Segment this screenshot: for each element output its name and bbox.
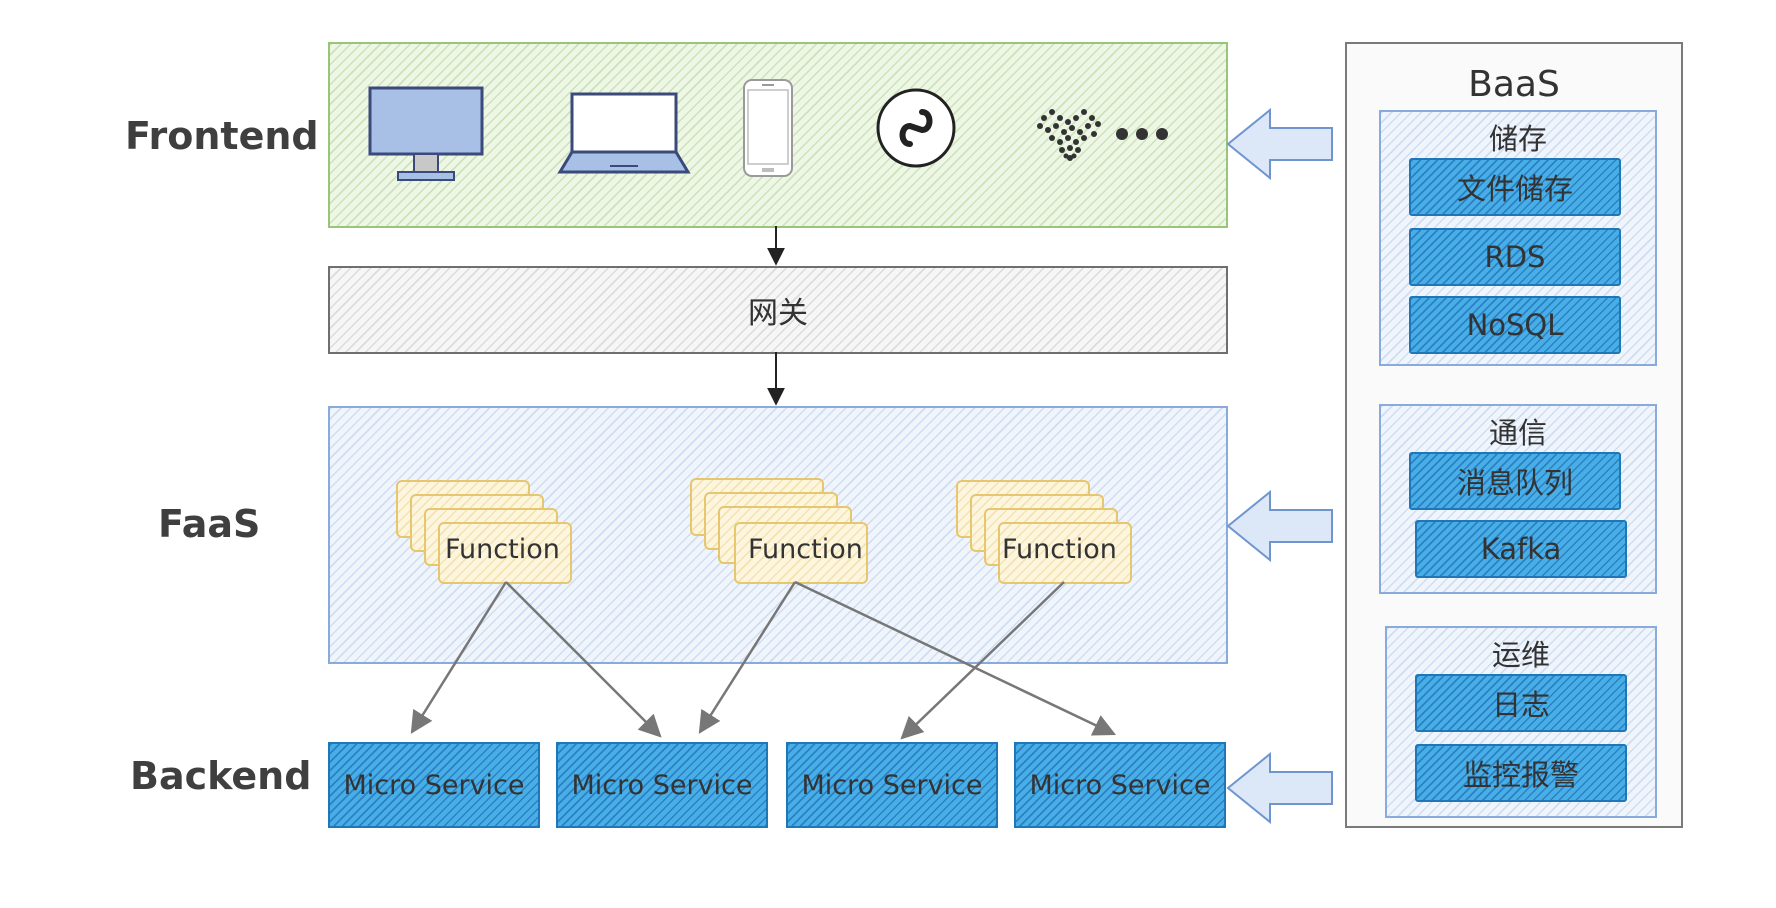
monitor-icon	[368, 86, 484, 181]
baas-arrow-backend	[1226, 751, 1333, 825]
mini-program-icon	[876, 88, 956, 168]
laptop-icon	[557, 92, 691, 174]
function-card	[438, 522, 572, 584]
function-card	[998, 522, 1132, 584]
baas-title: BaaS	[1468, 64, 1560, 105]
gateway-box: 网关	[328, 266, 1228, 354]
baas-item: 监控报警	[1415, 744, 1627, 802]
baas-item-label: 消息队列	[1456, 466, 1573, 500]
baas-group-storage: 储存 文件储存 RDS NoSQL	[1379, 110, 1657, 366]
phone-icon	[743, 79, 793, 177]
micro-service-label: Micro Service	[1029, 769, 1211, 801]
function-label: Function	[445, 534, 560, 565]
baas-arrow-faas	[1226, 489, 1333, 563]
micro-service-label: Micro Service	[343, 769, 525, 801]
faas-layer-label: FaaS	[158, 502, 261, 546]
frontend-box	[328, 42, 1228, 228]
baas-group-operations: 运维 日志 监控报警	[1385, 626, 1657, 818]
baas-item: 文件储存	[1409, 158, 1621, 216]
baas-panel: BaaS 储存 文件储存 RDS NoSQL 通信 消息队列 Kafka 运维 …	[1345, 42, 1683, 828]
micro-service-label: Micro Service	[801, 769, 983, 801]
micro-service-label: Micro Service	[571, 769, 753, 801]
frontend-layer-label: Frontend	[125, 114, 319, 158]
function-card	[734, 522, 868, 584]
micro-service-box: Micro Service	[556, 742, 768, 828]
function-label: Function	[748, 534, 863, 565]
baas-item-label: Kafka	[1480, 532, 1562, 566]
baas-group-title: 通信	[1488, 416, 1547, 450]
micro-service-box: Micro Service	[1014, 742, 1226, 828]
baas-item-label: RDS	[1484, 240, 1546, 274]
baas-arrow-frontend	[1226, 107, 1333, 181]
backend-layer-label: Backend	[130, 754, 312, 798]
baas-group-communication: 通信 消息队列 Kafka	[1379, 404, 1657, 594]
baas-item: RDS	[1409, 228, 1621, 286]
baas-group-title: 储存	[1488, 122, 1547, 156]
micro-service-box: Micro Service	[786, 742, 998, 828]
baas-item-label: 监控报警	[1462, 758, 1579, 792]
baas-item: NoSQL	[1409, 296, 1621, 354]
baas-item-label: NoSQL	[1466, 308, 1564, 342]
baas-item-label: 日志	[1491, 688, 1550, 722]
baas-item: Kafka	[1415, 520, 1627, 578]
micro-service-box: Micro Service	[328, 742, 540, 828]
heart-dots-icon	[1037, 109, 1101, 161]
baas-item: 日志	[1415, 674, 1627, 732]
ellipsis-icon	[1116, 128, 1168, 140]
gateway-label: 网关	[748, 296, 808, 331]
baas-item-label: 文件储存	[1456, 172, 1573, 206]
baas-group-title: 运维	[1491, 638, 1550, 672]
function-label: Function	[1002, 534, 1117, 565]
baas-item: 消息队列	[1409, 452, 1621, 510]
